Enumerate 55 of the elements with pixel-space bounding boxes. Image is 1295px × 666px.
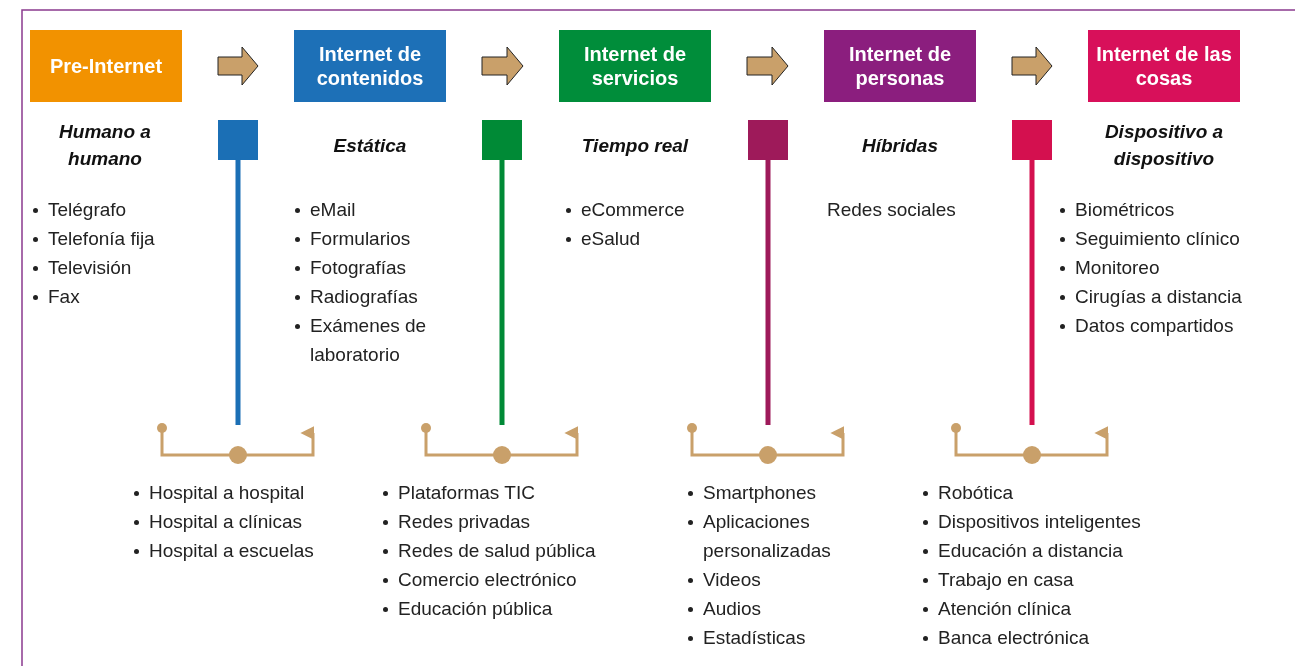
stage-title: Internet de las cosas (1095, 42, 1233, 90)
list-item: Formularios (310, 227, 412, 251)
category-subtitle: Híbridas (861, 134, 939, 158)
list-item: Radiografías (310, 285, 419, 309)
list-item: Hospital a escuelas (149, 539, 314, 563)
stage-box (1088, 30, 1240, 102)
list-item: Hospital a hospital (149, 481, 305, 505)
list-item: Comercio electrónico (398, 568, 577, 592)
list-item: Televisión (48, 256, 132, 280)
list-item: eCommerce (581, 198, 685, 222)
list-item: Redes de salud pública (398, 539, 596, 563)
stage-box (824, 30, 976, 102)
list-item: Trabajo en casa (938, 568, 1074, 592)
list-item: Dispositivos inteligentes (938, 510, 1141, 534)
list-item: Redes privadas (398, 510, 531, 534)
list-item: Datos compartidos (1075, 314, 1234, 338)
list-item: eMail (310, 198, 357, 222)
stage-box (559, 30, 711, 102)
category-subtitle: Estática (332, 134, 408, 158)
stage-title: Pre-Internet (49, 54, 163, 78)
block-arrow (1011, 46, 1053, 86)
list-item: Smartphones (703, 481, 817, 505)
list-item: Atención clínica (938, 597, 1072, 621)
list-item: Estadísticas (703, 626, 807, 650)
list-item: Telefonía fija (48, 227, 155, 251)
list-item: Telégrafo (48, 198, 127, 222)
block-arrow (481, 46, 524, 86)
list-item: eSalud (581, 227, 641, 251)
list-item: Biométricos (1075, 198, 1175, 222)
list-item: Monitoreo (1075, 256, 1160, 280)
list-item: Robótica (938, 481, 1013, 505)
category-subtitle: Tiempo real (580, 134, 690, 158)
list-item: Audios (703, 597, 763, 621)
list-heading: Redes sociales (827, 198, 956, 222)
block-arrow (746, 46, 789, 86)
category-subtitle: Dispositivo a dispositivo (1103, 120, 1225, 171)
category-subtitle: Humano a humano (58, 120, 152, 171)
list-item: Fax (48, 285, 80, 309)
list-item: Aplicaciones personalizadas (703, 510, 832, 563)
stage-box (294, 30, 446, 102)
list-item: Fotografías (310, 256, 408, 280)
block-arrow (217, 46, 259, 86)
list-item: Educación pública (398, 597, 553, 621)
list-item: Hospital a clínicas (149, 510, 303, 534)
list-item: Cirugías a distancia (1075, 285, 1242, 309)
stage-box (30, 30, 182, 102)
list-item: Seguimiento clínico (1075, 227, 1240, 251)
stage-title: Internet de contenidos (315, 42, 425, 90)
stage-title: Internet de personas (847, 42, 953, 90)
list-item: Videos (703, 568, 762, 592)
stage-title: Internet de servicios (582, 42, 688, 90)
list-item: Exámenes de laboratorio (310, 314, 428, 367)
list-item: Educación a distancia (938, 539, 1123, 563)
list-item: Banca electrónica (938, 626, 1090, 650)
list-item: Plataformas TIC (398, 481, 535, 505)
